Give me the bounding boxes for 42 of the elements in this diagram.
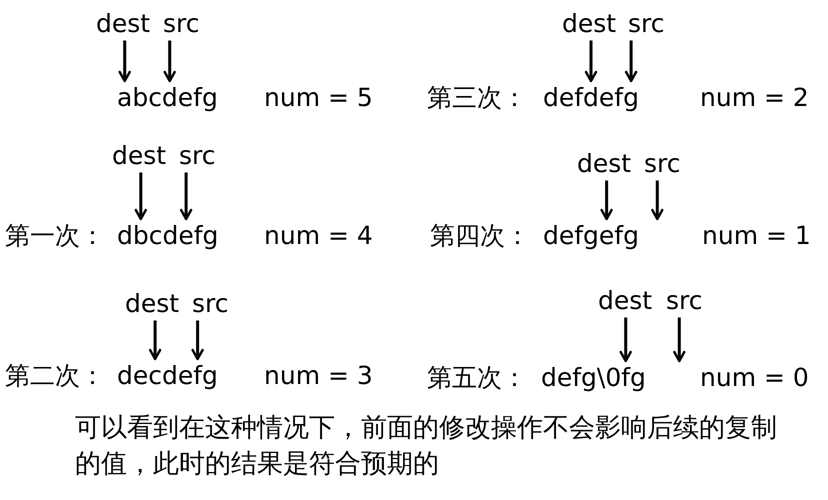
arrow: [600, 180, 613, 220]
counter-label: num = 1: [702, 220, 811, 252]
counter-label: num = 5: [264, 82, 373, 114]
arrow: [191, 320, 204, 360]
step-label: 第五次：: [427, 362, 527, 394]
pointer-label: src: [666, 285, 702, 318]
pointer-label: src: [644, 148, 680, 180]
counter-label: num = 4: [264, 220, 373, 252]
string-value: defg\0fg: [541, 362, 646, 394]
arrow: [180, 172, 192, 220]
arrow: [620, 318, 632, 362]
pointer-label: dest: [562, 8, 616, 40]
string-value: defgefg: [543, 220, 639, 252]
pointer-label: dest: [112, 140, 166, 172]
arrow: [584, 40, 598, 82]
arrow: [651, 180, 664, 220]
step-label: 第三次：: [427, 82, 527, 114]
arrow: [164, 40, 176, 82]
pointer-label: src: [192, 288, 228, 320]
counter-label: num = 2: [700, 82, 809, 114]
pointer-label: dest: [577, 148, 632, 180]
arrow: [148, 320, 162, 360]
pointer-label: dest: [125, 288, 180, 320]
counter-label: num = 3: [264, 360, 373, 392]
counter-label: num = 0: [700, 362, 809, 394]
string-value: abcdefg: [117, 82, 218, 114]
pointer-label: src: [179, 140, 216, 172]
pointer-label: dest: [598, 285, 652, 318]
string-value: decdefg: [117, 360, 218, 392]
string-value: dbcdefg: [117, 220, 218, 252]
step-label: 第四次：: [430, 220, 530, 252]
arrow: [673, 318, 686, 362]
pointer-label: src: [163, 8, 200, 40]
arrow: [118, 40, 131, 82]
string-value: defdefg: [543, 82, 639, 114]
arrow: [624, 40, 638, 82]
caption-text: 可以看到在这种情况下，前面的修改操作不会影响后续的复制的值，此时的结果是符合预期的: [75, 412, 778, 481]
step-label: 第一次：: [5, 220, 105, 252]
pointer-label: src: [628, 8, 664, 40]
arrow: [134, 172, 147, 220]
pointer-label: dest: [96, 8, 150, 40]
step-label: 第二次：: [5, 360, 105, 392]
